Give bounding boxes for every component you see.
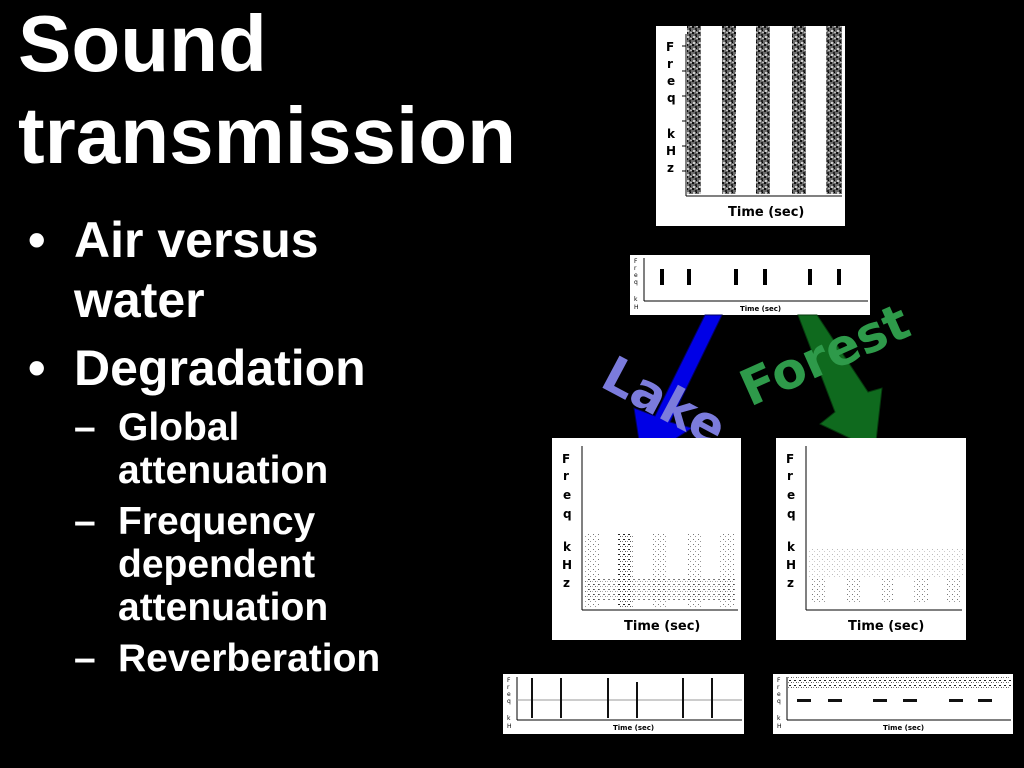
svg-text:z: z <box>667 161 674 175</box>
spectrogram-forest: F r e q k H z Time (sec) <box>776 438 966 640</box>
freq-ticks <box>682 45 686 172</box>
svg-text:F: F <box>507 677 511 684</box>
bullet-text: Degradation <box>74 340 366 396</box>
svg-text:q: q <box>634 279 638 286</box>
svg-text:F: F <box>777 677 781 684</box>
sub-bullet-text: attenuation <box>118 586 329 629</box>
svg-text:H: H <box>777 723 782 730</box>
svg-text:z: z <box>787 576 794 590</box>
sub-bullet-dash: – <box>74 637 96 680</box>
svg-text:e: e <box>787 488 795 502</box>
svg-text:k: k <box>563 540 572 554</box>
svg-text:r: r <box>667 57 673 71</box>
svg-text:e: e <box>777 691 781 698</box>
spectrogram-forest-pulses: F r e q k H Time (sec) <box>773 674 1013 734</box>
spectrogram-lake: F r e q k H z Time (sec) <box>552 438 741 640</box>
svg-text:q: q <box>787 507 796 521</box>
svg-text:r: r <box>634 265 637 272</box>
bullet-degradation: • Degradation <box>28 338 448 398</box>
svg-text:q: q <box>507 698 511 705</box>
sub-bullet-text: dependent <box>118 543 316 586</box>
spectrogram-lake-pulses-plot: F r e q k H Time (sec) <box>507 677 742 732</box>
sub-bullet-text: Global <box>118 406 240 449</box>
branch-arrows <box>633 314 883 461</box>
bullet-list: • Air versus water • Degradation – Globa… <box>28 210 448 688</box>
svg-text:k: k <box>634 296 638 303</box>
svg-text:H: H <box>507 723 512 730</box>
title-line-1: Sound <box>18 0 267 88</box>
svg-text:q: q <box>777 698 781 705</box>
title-line-2: transmission <box>18 91 516 180</box>
bullet-text: Air versus <box>74 212 319 268</box>
svg-text:k: k <box>787 540 796 554</box>
svg-text:e: e <box>634 272 638 279</box>
svg-text:k: k <box>507 715 511 722</box>
spectrogram-forest-plot: F r e q k H z Time (sec) <box>786 446 964 634</box>
svg-text:k: k <box>777 715 781 722</box>
lake-pulses-time-label: Time (sec) <box>613 724 654 732</box>
svg-text:F: F <box>562 452 570 466</box>
spectrogram-original-plot: F r e q k H z Time (sec) <box>666 26 842 220</box>
forest-freq-axis-label: F r e q k H z <box>786 452 796 590</box>
svg-text:H: H <box>634 304 639 311</box>
svg-text:F: F <box>666 40 674 54</box>
pulse-marks <box>660 269 841 285</box>
sub-bullet-text: attenuation <box>118 449 329 492</box>
spectrogram-pulses: F r e q k H Time (sec) <box>630 255 870 315</box>
sub-bullet-text: Reverberation <box>118 637 381 680</box>
spectrogram-forest-pulses-plot: F r e q k H Time (sec) <box>777 676 1011 732</box>
spectrogram-lake-plot: F r e q k H z Time (sec) <box>562 446 738 634</box>
svg-text:H: H <box>786 558 796 572</box>
sub-bullet-reverberation: – Reverberation <box>28 637 448 680</box>
svg-text:r: r <box>777 684 780 691</box>
lake-time-axis-label: Time (sec) <box>624 619 700 634</box>
svg-text:r: r <box>563 469 569 483</box>
bullet-dot: • <box>28 212 46 268</box>
sub-bullet-dash: – <box>74 406 96 449</box>
time-axis-label: Time (sec) <box>728 205 804 220</box>
bullet-dot: • <box>28 340 46 396</box>
lake-pulses-freq-label: F r e q k H <box>507 677 512 730</box>
spectrogram-lake-pulses: F r e q k H Time (sec) <box>503 674 744 734</box>
svg-text:H: H <box>666 144 676 158</box>
spectrogram-original: F r e q k H z Time (sec) <box>656 26 845 226</box>
freq-axis-label: F r e q k H z <box>666 40 676 175</box>
svg-text:r: r <box>507 684 510 691</box>
lake-freq-axis-label: F r e q k H z <box>562 452 572 590</box>
svg-text:k: k <box>667 127 676 141</box>
forest-arrow <box>797 314 883 451</box>
sub-bullet-dash: – <box>74 500 96 543</box>
spectrogram-pulses-plot: F r e q k H Time (sec) <box>634 258 868 313</box>
svg-text:F: F <box>786 452 794 466</box>
svg-text:H: H <box>562 558 572 572</box>
svg-text:q: q <box>563 507 572 521</box>
small-freq-axis-label: F r e q k H <box>634 258 639 311</box>
svg-text:r: r <box>787 469 793 483</box>
sub-bullet-frequency-dependent: – Frequency dependent attenuation <box>28 500 448 629</box>
svg-text:z: z <box>563 576 570 590</box>
bullet-text: water <box>74 272 205 328</box>
svg-text:q: q <box>667 91 676 105</box>
svg-text:e: e <box>563 488 571 502</box>
svg-text:e: e <box>667 74 675 88</box>
forest-time-axis-label: Time (sec) <box>848 619 924 634</box>
bullet-air-versus-water: • Air versus water <box>28 210 448 330</box>
sub-bullet-global-attenuation: – Global attenuation <box>28 406 448 492</box>
forest-bands <box>809 548 964 604</box>
forest-pulses-freq-label: F r e q k H <box>777 677 782 730</box>
svg-text:e: e <box>507 691 511 698</box>
lake-pulse-marks <box>531 678 713 718</box>
lake-bands <box>585 533 735 608</box>
sub-bullet-text: Frequency <box>118 500 316 543</box>
small-time-axis-label: Time (sec) <box>740 305 781 313</box>
slide-title: Sound transmission <box>18 0 516 182</box>
forest-pulse-marks <box>797 699 992 702</box>
forest-pulses-time-label: Time (sec) <box>883 724 924 732</box>
svg-text:F: F <box>634 258 638 265</box>
